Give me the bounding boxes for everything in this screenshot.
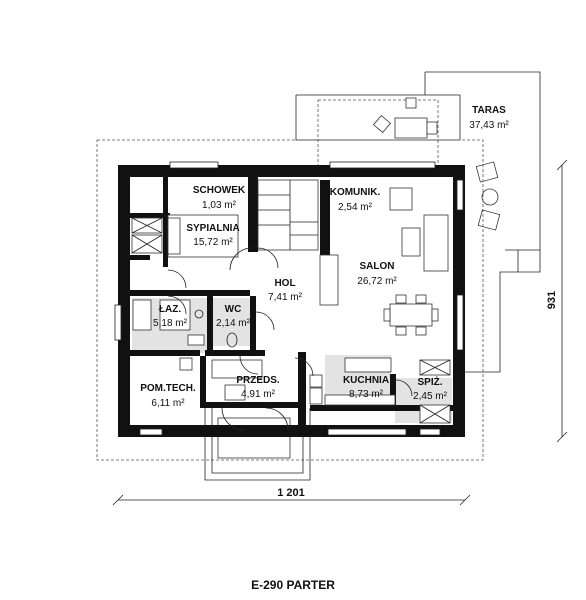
room-name-wc: WC [225,304,242,315]
room-name-pomtech: POM.TECH. [140,383,196,394]
room-area-wc: 2,14 m² [216,318,251,329]
bathtub [132,299,152,331]
dimension-depth-label: 931 [546,291,558,309]
terrace-table [394,117,428,139]
room-name-salon: SALON [360,261,395,272]
dining-table [389,303,433,327]
room-name-przeds: PRZEDS. [236,375,280,386]
room-name-kuchnia: KUCHNIA [343,375,389,386]
room-name-spiz: SPIŻ. [417,375,442,388]
room-area-przeds: 4,91 m² [241,389,276,400]
furniture [131,179,451,424]
room-name-sypialnia: SYPIALNIA [186,223,239,234]
room-name-hol: HOL [274,278,295,289]
room-area-sypialnia: 15,72 m² [193,237,233,248]
dimension-width: 1 201 [112,487,471,506]
doors [167,247,413,431]
kitchen-island [344,357,392,373]
plan-title: E-290 PARTER [251,578,335,592]
room-name-laz: ŁAZ. [159,304,181,315]
dimension-width-label: 1 201 [277,487,305,499]
dimension-depth: 931 [546,159,568,443]
room-area-hol: 7,41 m² [268,292,303,303]
room-area-pomtech: 6,11 m² [151,398,185,409]
sofa [423,214,449,272]
room-name-schowek: SCHOWEK [193,185,246,196]
entrance-porch [204,408,311,481]
roof-outline [96,139,484,461]
fireplace [319,254,339,306]
room-area-spiz: 2,45 m² [413,391,448,402]
room-area-komunik: 2,54 m² [338,202,373,213]
terrace [295,71,541,373]
room-area-laz: 5,18 m² [153,318,188,329]
room-name-komunik: KOMUNIK. [330,187,381,198]
staircase [257,179,319,251]
room-area-schowek: 1,03 m² [202,200,237,211]
room-area-salon: 26,72 m² [357,276,397,287]
terrace-round-table [481,188,499,206]
windows [114,161,464,436]
room-name-taras: TARAS [472,105,506,116]
room-area-kuchnia: 8,73 m² [349,389,384,400]
room-area-taras: 37,43 m² [469,120,509,131]
room-labels: SCHOWEK 1,03 m² SYPIALNIA 15,72 m² KOMUN… [140,105,509,409]
